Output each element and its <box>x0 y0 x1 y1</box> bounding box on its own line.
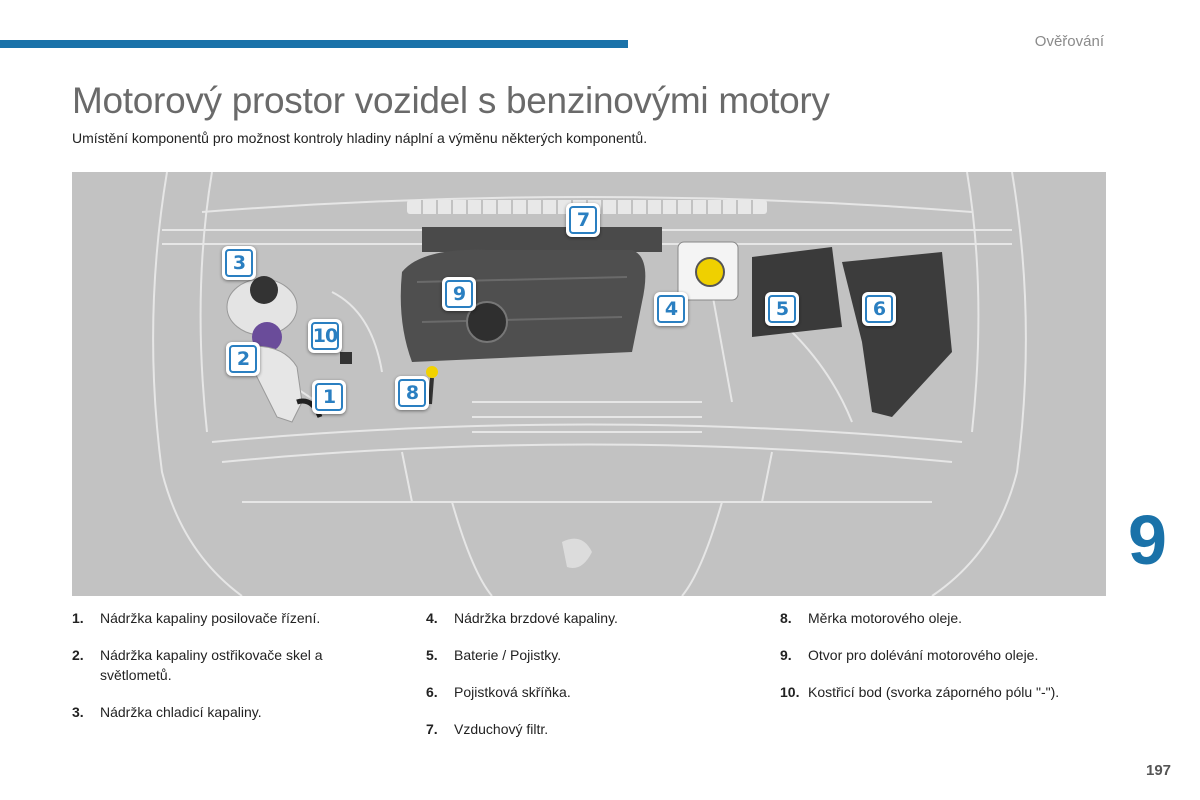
callout-1: 1 <box>312 380 346 414</box>
legend-column-2: 4.Nádržka brzdové kapaliny. 5.Baterie / … <box>426 608 756 756</box>
page-subtitle: Umístění komponentů pro možnost kontroly… <box>72 130 648 146</box>
legend-item: 7.Vzduchový filtr. <box>426 721 549 737</box>
callout-8: 8 <box>395 376 429 410</box>
chapter-number: 9 <box>1128 501 1167 579</box>
legend-item: 4.Nádržka brzdové kapaliny. <box>426 610 618 626</box>
page-number: 197 <box>1146 762 1172 779</box>
header-accent-bar <box>0 40 628 48</box>
legend-column-1: 1.Nádržka kapaliny posilovače řízení. 2.… <box>72 608 402 739</box>
callout-2: 2 <box>226 342 260 376</box>
legend-item: 5.Baterie / Pojistky. <box>426 647 562 663</box>
callout-9: 9 <box>442 277 476 311</box>
legend-item: 6.Pojistková skříňka. <box>426 684 571 700</box>
engine-bay-illustration: 1 2 3 4 5 6 7 8 9 10 <box>72 172 1106 596</box>
callout-10: 10 <box>308 319 342 353</box>
legend-item: 3.Nádržka chladicí kapaliny. <box>72 704 262 720</box>
page-title: Motorový prostor vozidel s benzinovými m… <box>72 80 830 121</box>
legend-item: 8.Měrka motorového oleje. <box>780 610 963 626</box>
callout-5: 5 <box>765 292 799 326</box>
legend-item: 2.Nádržka kapaliny ostřikovače skel a sv… <box>72 647 323 683</box>
callout-6: 6 <box>862 292 896 326</box>
legend-item: 10.Kostřicí bod (svorka záporného pólu "… <box>780 684 1060 700</box>
legend-column-3: 8.Měrka motorového oleje. 9.Otvor pro do… <box>780 608 1110 719</box>
legend-item: 1.Nádržka kapaliny posilovače řízení. <box>72 610 321 626</box>
callout-3: 3 <box>222 246 256 280</box>
callout-4: 4 <box>654 292 688 326</box>
brand-emblem <box>562 538 592 568</box>
legend-item: 9.Otvor pro dolévání motorového oleje. <box>780 647 1039 663</box>
section-label: Ověřování <box>1034 33 1104 50</box>
callout-7: 7 <box>566 203 600 237</box>
